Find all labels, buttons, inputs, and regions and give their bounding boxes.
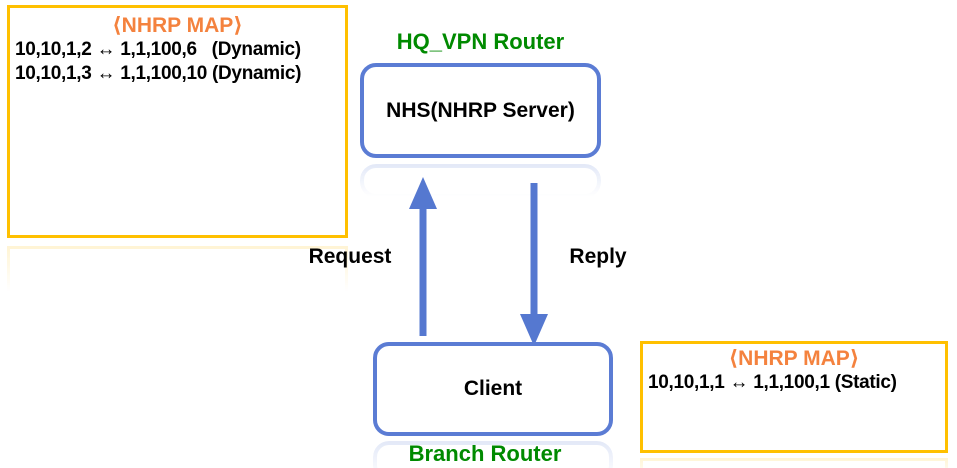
- nhs-server-box: NHS(NHRP Server): [360, 63, 601, 158]
- client-box-label: Client: [463, 377, 523, 400]
- hq-nhrp-map-entry: 10,10,1,2 ↔ 1,1,100,6 (Dynamic): [15, 39, 301, 60]
- hq-vpn-router-label: HQ_VPN Router: [396, 29, 565, 54]
- branch-nhrp-map-entry: 10,10,1,1 ↔ 1,1,100,1 (Static): [648, 372, 897, 393]
- hq-nhrp-map-entry: 10,10,1,3 ↔ 1,1,100,10 (Dynamic): [15, 63, 302, 84]
- reply-arrow: [520, 183, 548, 346]
- request-label: Request: [308, 245, 392, 268]
- branch-nhrp-map-title: ⟨NHRP MAP⟩: [728, 347, 860, 370]
- hq-nhrp-map-box: ⟨NHRP MAP⟩ 10,10,1,2 ↔ 1,1,100,6 (Dynami…: [7, 5, 348, 238]
- nhs-server-box-reflection: [360, 164, 601, 198]
- reply-label: Reply: [569, 245, 627, 268]
- request-arrow: [409, 177, 437, 336]
- nhs-server-box-label: NHS(NHRP Server): [386, 98, 575, 122]
- hq-nhrp-map-title: ⟨NHRP MAP⟩: [112, 14, 243, 37]
- hq-nhrp-map-box-reflection: [7, 246, 348, 294]
- branch-router-label: Branch Router: [408, 441, 562, 466]
- branch-nhrp-map-box-reflection: [640, 458, 948, 468]
- branch-nhrp-map-box: ⟨NHRP MAP⟩ 10,10,1,1 ↔ 1,1,100,1 (Static…: [640, 341, 948, 453]
- client-box: Client: [373, 342, 613, 436]
